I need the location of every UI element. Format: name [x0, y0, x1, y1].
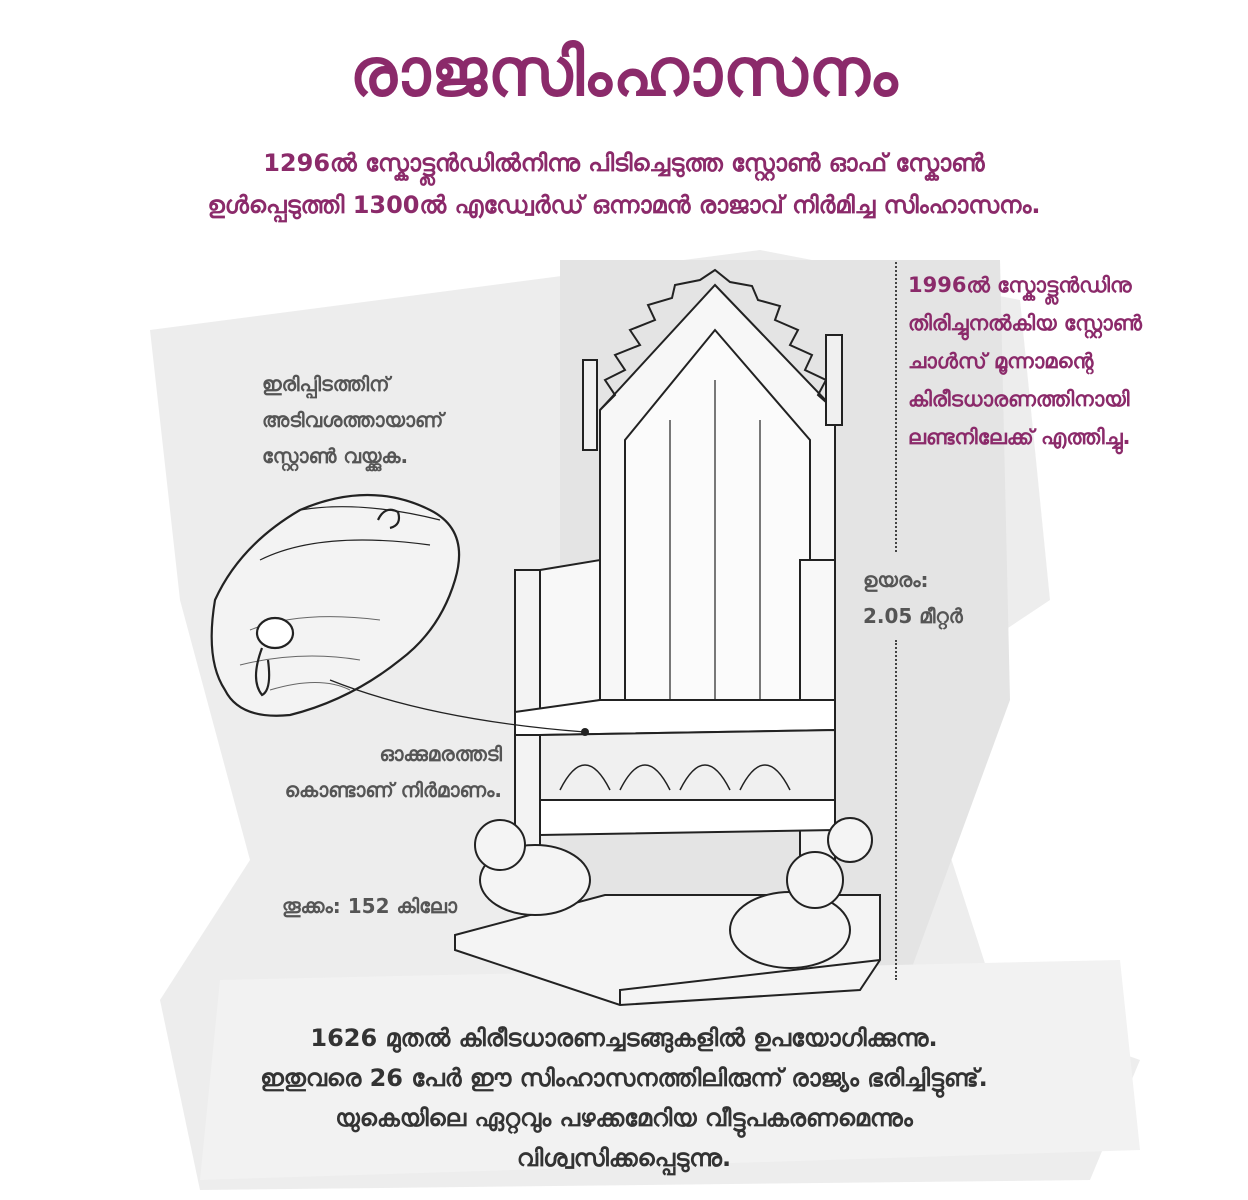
left-arm: [539, 558, 601, 714]
background-wash-light: [200, 960, 1140, 1180]
footer-text: 1626 മുതൽ കിരീടധാരണച്ചടങ്ങുകളിൽ ഉപയോഗിക്…: [120, 1018, 1128, 1178]
right-arm: [799, 559, 836, 701]
lion-right: [729, 817, 873, 969]
annotation-returned-line-5: ലണ്ടനിലേക്ക് എത്തിച്ചു.: [908, 425, 1131, 449]
chair-gable-crockets: [599, 268, 836, 411]
lion-back-head: [827, 817, 873, 863]
stone-ring-hanging: [254, 647, 271, 697]
annotation-returned-line-1: 1996ൽ സ്കോട്ട്ലൻഡിനു: [908, 273, 1132, 297]
footer-line-3: യുകെയിലെ ഏറ്റവും പഴക്കമേറിയ വീട്ടുപകരണമെ…: [335, 1104, 913, 1132]
footer-line-2: ഇതുവരെ 26 പേർ ഈ സിംഹാസനത്തിലിരുന്ന് രാജ്…: [260, 1064, 988, 1092]
chair-apron-arches: [559, 764, 791, 791]
page-title: രാജസിംഹാസനം: [349, 34, 899, 111]
footer-line-4: വിശ്വസിക്കപ്പെടുന്നു.: [516, 1144, 732, 1172]
stone-ring-left: [255, 616, 295, 650]
height-dotted-line: [895, 262, 897, 552]
annotation-height: ഉയരം: 2.05 മീറ്റർ: [863, 562, 963, 634]
subtitle-line-2: ഉൾപ്പെടുത്തി 1300ൽ എഡ്വേർഡ് ഒന്നാമൻ രാജാ…: [207, 191, 1041, 219]
lion-left: [474, 819, 591, 916]
stone-top-face: [259, 506, 441, 561]
annotation-height-label: ഉയരം:: [863, 568, 929, 592]
annotation-returned-line-2: തിരിച്ചുനൽകിയ സ്റ്റോൺ: [908, 311, 1143, 335]
annotation-stone-position: ഇരിപ്പിടത്തിന് അടിവശത്തായാണ് സ്റ്റോൺ വയ്…: [262, 366, 443, 474]
stone-of-scone-drawing: [210, 493, 461, 717]
subtitle: 1296ൽ സ്കോട്ട്ലൻഡിൽനിന്നു പിടിച്ചെടുത്ത …: [120, 142, 1128, 226]
left-finial: [582, 359, 598, 451]
subtitle-line-1: 1296ൽ സ്കോട്ട്ലൻഡിൽനിന്നു പിടിച്ചെടുത്ത …: [263, 149, 985, 177]
annotation-stone-line-3: സ്റ്റോൺ വയ്ക്കുക.: [262, 444, 409, 468]
chair-lower-shelf: [539, 799, 836, 837]
chair-back-planks: [669, 380, 761, 705]
lion-right-head: [786, 851, 844, 909]
annotation-returned-line-4: കിരീടധാരണത്തിനായി: [908, 387, 1130, 411]
stone-ring-top: [377, 508, 401, 530]
annotation-material: ഓക്കുമരത്തടി കൊണ്ടാണ് നിർമാണം.: [262, 736, 502, 808]
annotation-returned-line-3: ചാൾസ് മൂന്നാമന്റെ: [908, 349, 1094, 373]
annotation-stone-line-1: ഇരിപ്പിടത്തിന്: [262, 372, 390, 396]
annotation-returned: 1996ൽ സ്കോട്ട്ലൻഡിനു തിരിച്ചുനൽകിയ സ്റ്റ…: [908, 266, 1142, 456]
annotation-material-line-1: ഓക്കുമരത്തടി: [379, 742, 502, 766]
height-dotted-line-lower: [895, 640, 897, 980]
annotation-stone-line-2: അടിവശത്തായാണ്: [262, 408, 444, 432]
lion-left-head: [474, 819, 526, 871]
footer-line-1: 1626 മുതൽ കിരീടധാരണച്ചടങ്ങുകളിൽ ഉപയോഗിക്…: [310, 1024, 938, 1052]
chair-base-edge: [454, 935, 881, 1005]
annotation-height-value: 2.05 മീറ്റർ: [863, 604, 963, 628]
annotation-weight: തൂക്കം: 152 കിലോ: [282, 894, 457, 918]
leader-dot: [581, 728, 589, 736]
annotation-material-line-2: കൊണ്ടാണ് നിർമാണം.: [284, 778, 502, 802]
coronation-chair-drawing: [454, 268, 881, 1007]
leader-line: [329, 679, 586, 733]
right-finial: [825, 334, 843, 426]
